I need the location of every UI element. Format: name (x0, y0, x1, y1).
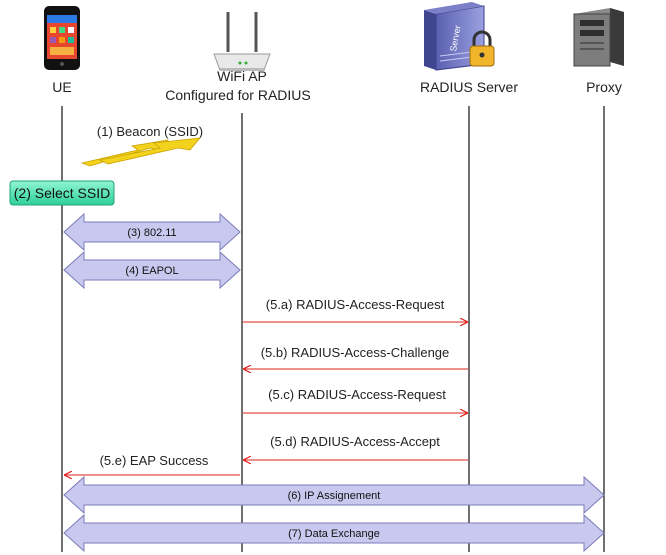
step-7-label: (7) Data Exchange (288, 528, 380, 540)
actor-label-proxy: Proxy (586, 79, 622, 95)
msg-5a: (5.a) RADIUS-Access-Request (243, 297, 467, 322)
actor-label-ap: WiFi AP (217, 68, 267, 84)
band-arrow-3: (3) 802.11 (63, 212, 241, 252)
msg-5e: (5.e) EAP Success (65, 453, 240, 475)
actor-label-radius: RADIUS Server (420, 79, 518, 95)
lightning-icon (80, 137, 201, 167)
step-3-label: (3) 802.11 (127, 227, 176, 239)
step-6-label: (6) IP Assignement (288, 490, 381, 502)
step-5e-label: (5.e) EAP Success (100, 453, 209, 468)
step-5a-label: (5.a) RADIUS-Access-Request (266, 297, 445, 312)
msg-5d: (5.d) RADIUS-Access-Accept (244, 434, 468, 460)
lock-icon (469, 30, 495, 67)
phone-icon (44, 6, 80, 70)
band-arrow-7: (7) Data Exchange (63, 513, 605, 553)
radius-server-icon-text: Server (448, 24, 462, 52)
select-ssid-box: (2) Select SSID (9, 180, 115, 206)
actor-label-ap-sub: Configured for RADIUS (165, 87, 311, 103)
actor-label-ue: UE (52, 79, 71, 95)
server-tower-icon (573, 8, 624, 67)
step-beacon-label: (1) Beacon (SSID) (97, 124, 203, 139)
step-5b-label: (5.b) RADIUS-Access-Challenge (261, 345, 450, 360)
step-4-label: (4) EAPOL (125, 265, 178, 277)
step-select-ssid-label: (2) Select SSID (14, 185, 110, 201)
msg-5c: (5.c) RADIUS-Access-Request (243, 387, 467, 413)
step-5c-label: (5.c) RADIUS-Access-Request (268, 387, 446, 402)
band-arrow-4: (4) EAPOL (63, 250, 241, 290)
lifelines (61, 106, 605, 552)
step-5d-label: (5.d) RADIUS-Access-Accept (270, 434, 440, 449)
msg-5b: (5.b) RADIUS-Access-Challenge (244, 345, 468, 369)
wifi-router-icon (213, 12, 271, 71)
band-arrow-6: (6) IP Assignement (63, 475, 605, 515)
